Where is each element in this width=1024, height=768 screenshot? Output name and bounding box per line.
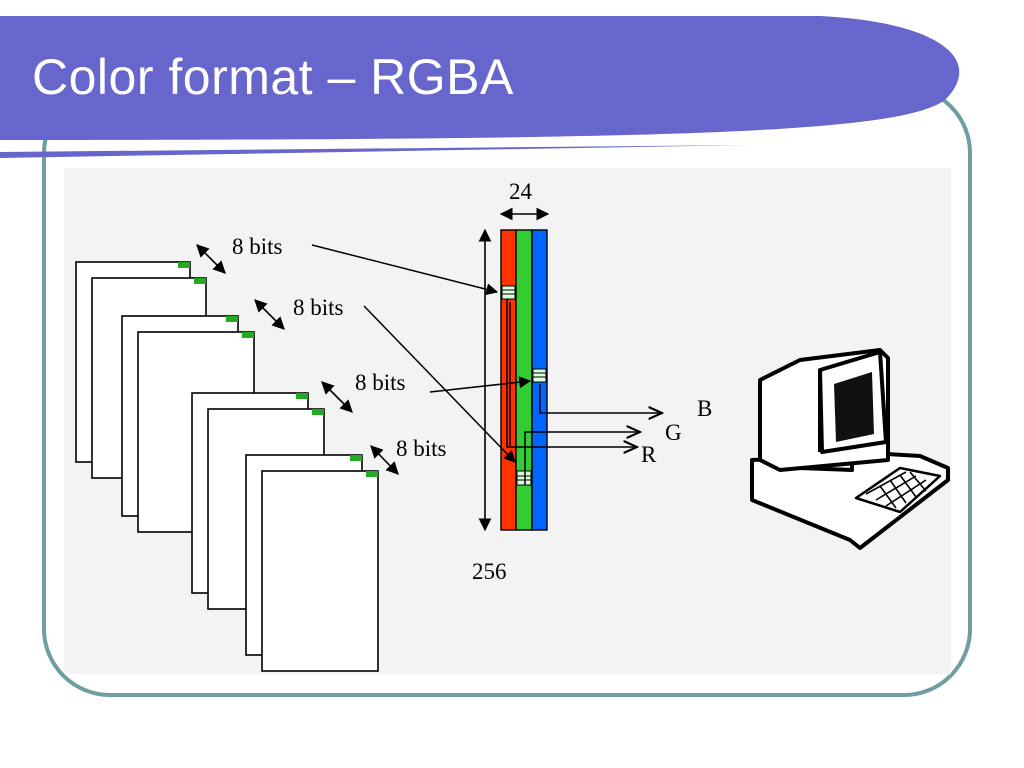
red-channel-column [500, 229, 517, 531]
bit-label-1: 8 bits [232, 234, 283, 259]
bit-depth-arrow-2 [254, 299, 285, 330]
output-label-b: B [697, 396, 712, 421]
index-arrow-1 [311, 244, 499, 296]
title-banner [0, 16, 960, 158]
lut-entry-green [516, 470, 532, 486]
height-label: 256 [472, 559, 507, 584]
diagram-panel: 8 bits 8 bits 8 bits 8 bits 24 256 [64, 168, 951, 674]
output-label-r: R [641, 442, 657, 467]
bit-label-4: 8 bits [396, 436, 447, 461]
output-line-g [524, 432, 640, 485]
bit-depth-arrow-3 [321, 381, 353, 413]
image-page-stack-icon [75, 261, 379, 672]
output-label-g: G [665, 420, 682, 445]
output-line-b [539, 384, 662, 413]
depth-label: 24 [509, 179, 533, 204]
page-group-4 [245, 454, 379, 672]
index-arrow-3 [429, 376, 532, 393]
computer-icon [750, 348, 950, 550]
bit-depth-arrow-1 [196, 244, 226, 274]
bit-depth-arrow-4 [370, 445, 399, 475]
output-line-r [506, 299, 637, 447]
bit-label-3: 8 bits [355, 370, 406, 395]
lut-entry-red [501, 285, 516, 300]
slide-title: Color format – RGBA [32, 49, 514, 105]
index-arrow-2 [363, 305, 516, 463]
color-lookup-table [500, 229, 548, 531]
lut-entry-blue [532, 368, 547, 383]
bit-label-2: 8 bits [293, 295, 344, 320]
